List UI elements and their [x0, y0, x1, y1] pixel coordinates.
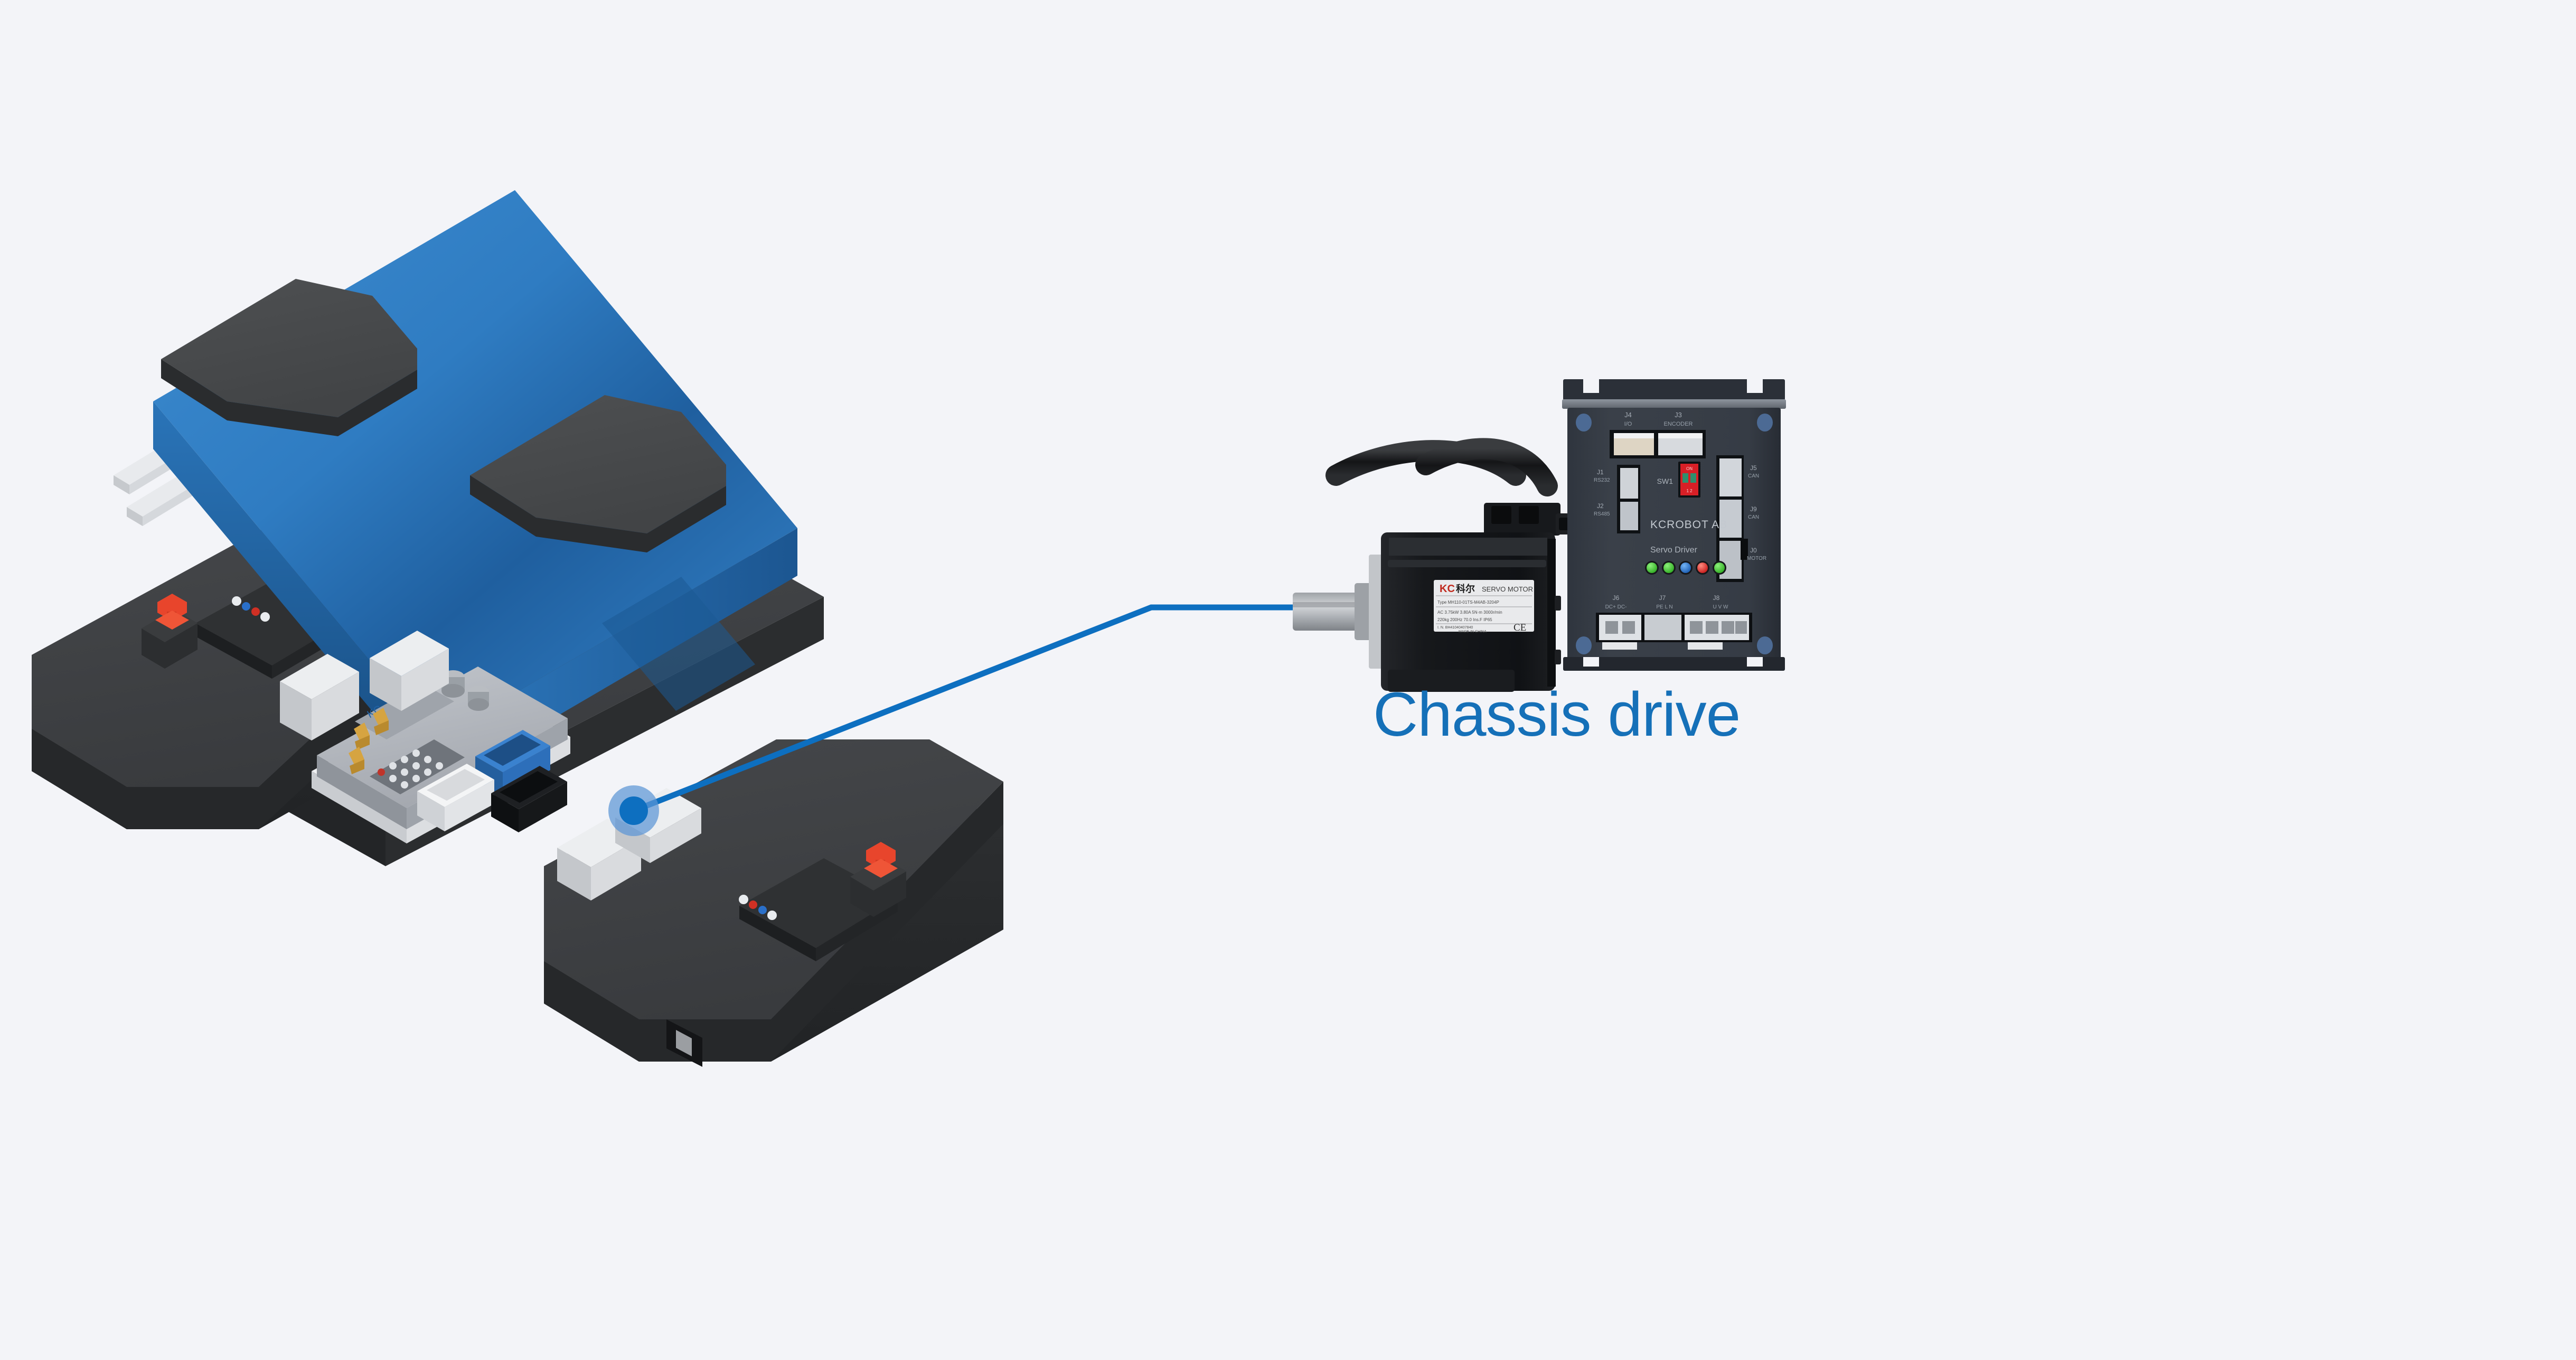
led-ready: [1714, 562, 1725, 573]
callout-dot-core: [619, 796, 648, 825]
sw1-label: SW1: [1657, 477, 1674, 485]
driver-left-ports: J1 RS232 J2 RS485: [1594, 465, 1640, 533]
connector-white: [417, 764, 494, 831]
port-j5-sub: CAN: [1748, 473, 1759, 479]
nameplate-row-1: AC 3.75kW 3.80A 5N·m 3000r/min: [1437, 610, 1502, 615]
port-j4-label: J4: [1624, 411, 1632, 419]
led-run: [1663, 562, 1674, 573]
led-power: [1647, 562, 1657, 573]
indicator-leds-right: [739, 895, 777, 920]
sw1-on-text: ON: [1686, 466, 1693, 471]
nameplate-row-2: 220kg 200Hz 70.0 Ins.F IP65: [1437, 617, 1492, 622]
driver-top-ports: J4 I/O J3 ENCODER: [1610, 411, 1706, 458]
driver-right-ports: J5 CAN J9 CAN J0 MOTOR: [1716, 455, 1766, 582]
port-j1-sub: RS232: [1594, 477, 1610, 483]
led-comm: [1680, 562, 1691, 573]
callout-label: Chassis drive: [1373, 680, 1741, 749]
port-j3-label: J3: [1675, 411, 1682, 419]
port-j4-sub: I/O: [1624, 421, 1632, 427]
servo-motor: KC 科尔 SERVO MOTOR Type MH110-01TS-M4AB-3…: [1293, 438, 1579, 692]
nameplate-row-0: Type MH110-01TS-M4AB-3204P: [1437, 600, 1499, 605]
nameplate-brand: KC: [1440, 583, 1455, 595]
sw1-positions: 1 2: [1686, 489, 1693, 493]
chassis-right: [544, 739, 1003, 1067]
terminal-j6-pins: DC+ DC-: [1605, 604, 1627, 610]
port-j0-sub: MOTOR: [1747, 556, 1766, 561]
port-j3-sub: ENCODER: [1663, 421, 1693, 427]
driver-led-row: [1645, 561, 1726, 575]
port-j9-label: J9: [1750, 505, 1757, 513]
driver-top-bracket: [1563, 379, 1785, 400]
terminal-j8-pins: U V W: [1713, 604, 1728, 610]
terminal-j8-label: J8: [1713, 594, 1720, 602]
belt-pad-upper: [161, 279, 417, 436]
motor-shaft: [1293, 593, 1362, 631]
led-alarm: [1697, 562, 1708, 573]
robot-assembly: KC: [32, 190, 1003, 1067]
port-j9-sub: CAN: [1748, 514, 1759, 520]
m12-connectors: [441, 670, 489, 711]
port-j0-label: J0: [1750, 547, 1757, 554]
port-j2-sub: RS485: [1594, 511, 1610, 517]
driver-rail: [1562, 399, 1786, 409]
controller-module[interactable]: KC: [312, 667, 570, 843]
callout-leader: [608, 604, 1295, 836]
driver-brand: KCROBOT AB: [1650, 519, 1727, 531]
driver-terminals: J6 DC+ DC- J7 PE L N J8 U V W: [1596, 594, 1752, 650]
servo-driver: J4 I/O J3 ENCODER J1 RS232 J2 RS485: [1562, 379, 1786, 671]
port-j2-label: J2: [1597, 502, 1604, 510]
controller-keypad[interactable]: [370, 739, 465, 794]
connector-black: [491, 766, 567, 832]
terminal-j7-label: J7: [1659, 594, 1666, 602]
terminal-j6-label: J6: [1613, 594, 1620, 602]
indicator-leds-left: [232, 596, 270, 622]
ce-mark: CE: [1513, 622, 1526, 633]
nameplate-title: SERVO MOTOR: [1482, 585, 1533, 593]
belt-pad-lower: [470, 395, 726, 552]
nameplate-brand-cn: 科尔: [1456, 583, 1475, 595]
motor-nameplate: KC 科尔 SERVO MOTOR Type MH110-01TS-M4AB-3…: [1434, 580, 1534, 634]
dip-switch-sw1[interactable]: SW1 ON 1 2: [1657, 462, 1700, 498]
antenna-connectors: [349, 708, 389, 774]
terminal-j7-pins: PE L N: [1656, 604, 1672, 610]
driver-subtitle: Servo Driver: [1650, 546, 1698, 555]
mounting-blocks: [280, 631, 701, 901]
port-j5-label: J5: [1750, 464, 1757, 472]
port-j1-label: J1: [1597, 468, 1604, 476]
nameplate-footer2: MADE IN CHINA: [1459, 630, 1487, 634]
emergency-stop-right[interactable]: [850, 842, 906, 917]
emergency-stop-left[interactable]: [142, 594, 198, 669]
motor-cable-right: [1415, 438, 1558, 496]
nameplate-footer: I. N. BH41040407840: [1437, 626, 1473, 630]
driver-screws: [1576, 414, 1773, 654]
